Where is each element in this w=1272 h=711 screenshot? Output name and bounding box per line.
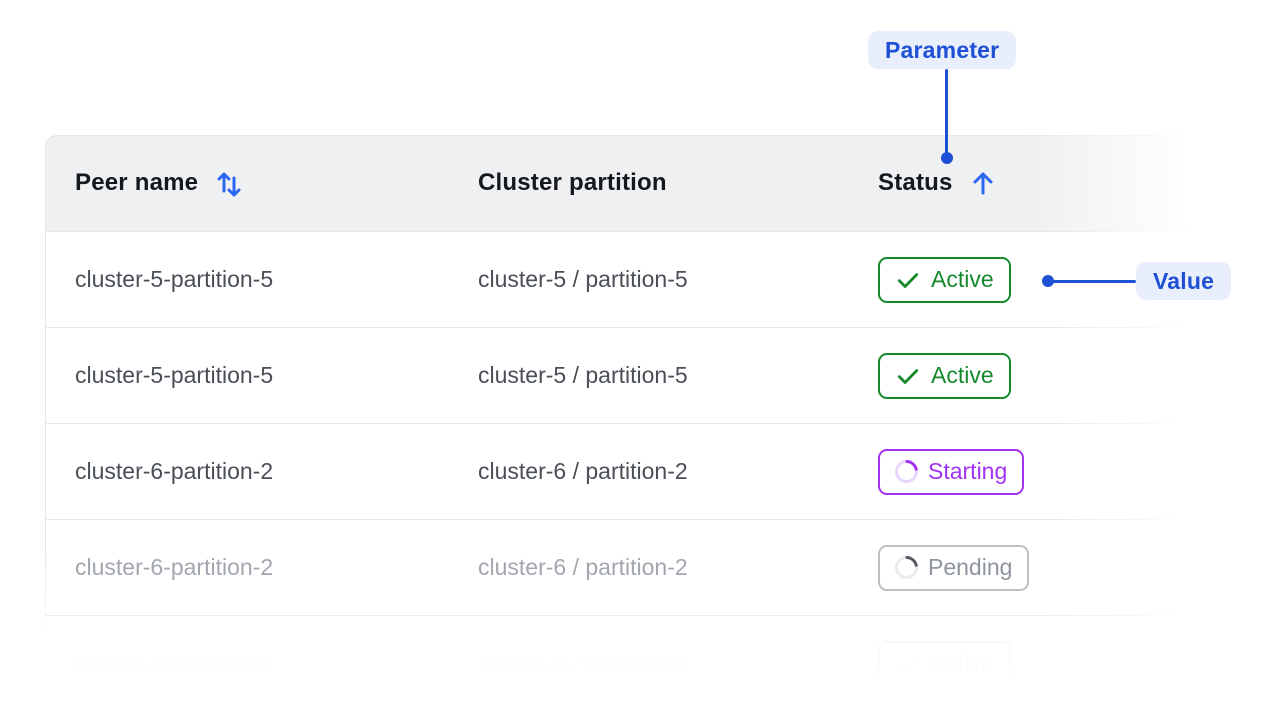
column-header-status[interactable]: Status xyxy=(878,169,1190,197)
peer-name-cell: cluster-5-partition-5 xyxy=(75,362,274,388)
status-badge-label: Starting xyxy=(928,458,1008,484)
status-badge-pending: Pending xyxy=(878,544,1030,591)
peer-name-cell: cluster-5-partition-5 xyxy=(75,266,274,292)
parameter-connector-line xyxy=(945,69,948,153)
value-annotation-pill: Value xyxy=(1136,262,1232,300)
column-header-peer-name[interactable]: Peer name xyxy=(75,168,478,198)
row-divider xyxy=(45,519,1190,520)
table-border-top xyxy=(63,135,1190,136)
spinner-icon xyxy=(890,551,923,584)
status-badge-active: Active xyxy=(878,256,1011,303)
table-row: cluster-6-partition-2 cluster-6 / partit… xyxy=(45,424,1190,519)
status-cell: Pending xyxy=(878,544,1190,591)
check-icon xyxy=(897,368,919,384)
status-cell: Starting xyxy=(878,448,1190,495)
status-badge-starting: Starting xyxy=(878,448,1025,495)
cluster-partition-cell: cluster-5 / partition-5 xyxy=(478,266,688,292)
cluster-partition-cell: cluster-6 / partition-2 xyxy=(478,458,688,484)
table-border-left xyxy=(45,153,46,653)
peer-name-cell: cluster-6-partition-2 xyxy=(75,458,274,484)
check-icon xyxy=(897,272,919,288)
sort-asc-icon[interactable] xyxy=(969,169,997,197)
status-badge-label: Pending xyxy=(928,554,1013,580)
sort-both-icon[interactable] xyxy=(214,168,244,198)
table-row: cluster-6-partition-2 cluster-6 / partit… xyxy=(45,520,1190,615)
status-badge-label: Active xyxy=(931,266,994,292)
peer-name-cell: cluster-6-partition-2 xyxy=(75,554,274,580)
cluster-partition-cell: cluster-6 / partition-2 xyxy=(478,554,688,580)
status-badge-label: Active xyxy=(931,362,994,388)
parameter-connector-dot xyxy=(941,152,953,164)
column-header-label: Cluster partition xyxy=(478,169,667,196)
table-row: cluster-5-partition-5 cluster-5 / partit… xyxy=(45,328,1190,423)
column-header-label: Peer name xyxy=(75,169,199,196)
table-header-row: Peer name Cluster partition Status xyxy=(45,135,1190,231)
status-cell: Active xyxy=(878,256,1190,303)
parameter-annotation-label: Parameter xyxy=(885,36,1000,63)
value-connector-dot xyxy=(1042,275,1054,287)
parameter-annotation-pill: Parameter xyxy=(868,31,1017,69)
column-header-cluster-partition: Cluster partition xyxy=(478,169,878,197)
status-badge-active: Active xyxy=(878,352,1011,399)
row-divider xyxy=(45,231,1190,232)
row-divider xyxy=(45,327,1190,328)
table-bottom-fade xyxy=(43,613,1190,689)
row-divider xyxy=(45,423,1190,424)
peers-table: Peer name Cluster partition Status clust… xyxy=(43,135,1190,689)
value-annotation-label: Value xyxy=(1153,267,1215,294)
status-cell: Active xyxy=(878,352,1190,399)
cluster-partition-cell: cluster-5 / partition-5 xyxy=(478,362,688,388)
column-header-label: Status xyxy=(878,169,953,196)
table-row: cluster-5-partition-5 cluster-5 / partit… xyxy=(45,232,1190,327)
spinner-icon xyxy=(890,455,923,488)
table-border-corner xyxy=(45,135,64,154)
value-connector-line xyxy=(1052,280,1136,283)
